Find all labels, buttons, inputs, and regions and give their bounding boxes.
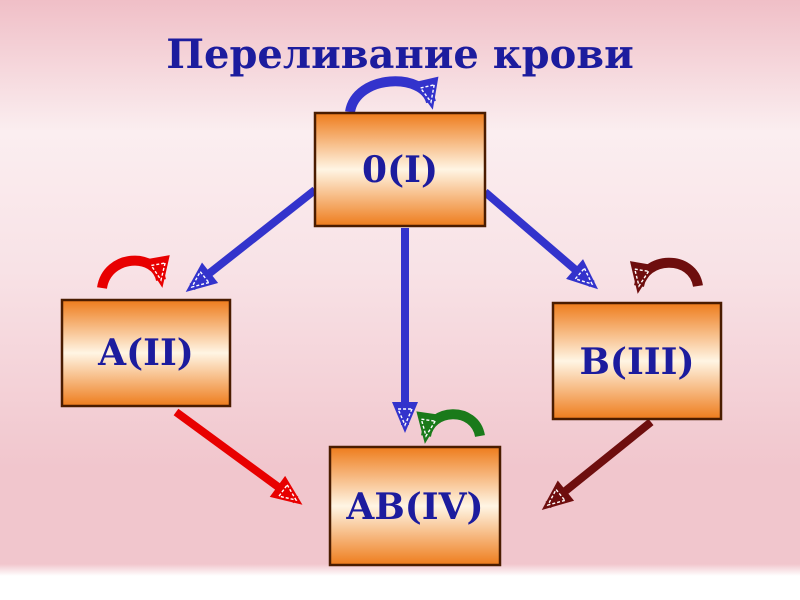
node-label-B-III: B(III) bbox=[579, 341, 694, 383]
self-loop-arrow-ab4-to-ab4 bbox=[426, 414, 485, 436]
node-box-A-II bbox=[60, 298, 232, 408]
self-loop-arrow-a2-to-a2 bbox=[97, 261, 161, 288]
arrow-0-to-a2 bbox=[192, 186, 318, 287]
node-0-I: 0(I) bbox=[313, 111, 487, 228]
arrow-b3-to-ab4 bbox=[548, 418, 654, 505]
node-box-0-I bbox=[313, 111, 487, 228]
node-label-A-II: A(II) bbox=[97, 332, 194, 374]
node-A-II: A(II) bbox=[60, 298, 232, 408]
node-box-B-III bbox=[551, 301, 723, 421]
self-loop-arrow-0-to-0 bbox=[345, 81, 431, 112]
arrow-a2-to-ab4 bbox=[173, 408, 296, 500]
node-label-AB-IV: AB(IV) bbox=[345, 486, 483, 528]
node-label-0-I: 0(I) bbox=[362, 149, 438, 191]
slide-title: Переливание крови bbox=[166, 31, 634, 78]
arrow-0-to-b3 bbox=[482, 188, 592, 284]
node-B-III: B(III) bbox=[551, 301, 723, 421]
node-AB-IV: AB(IV) bbox=[328, 445, 502, 567]
node-box-AB-IV bbox=[328, 445, 502, 567]
self-loop-arrow-b3-to-b3 bbox=[639, 263, 703, 286]
